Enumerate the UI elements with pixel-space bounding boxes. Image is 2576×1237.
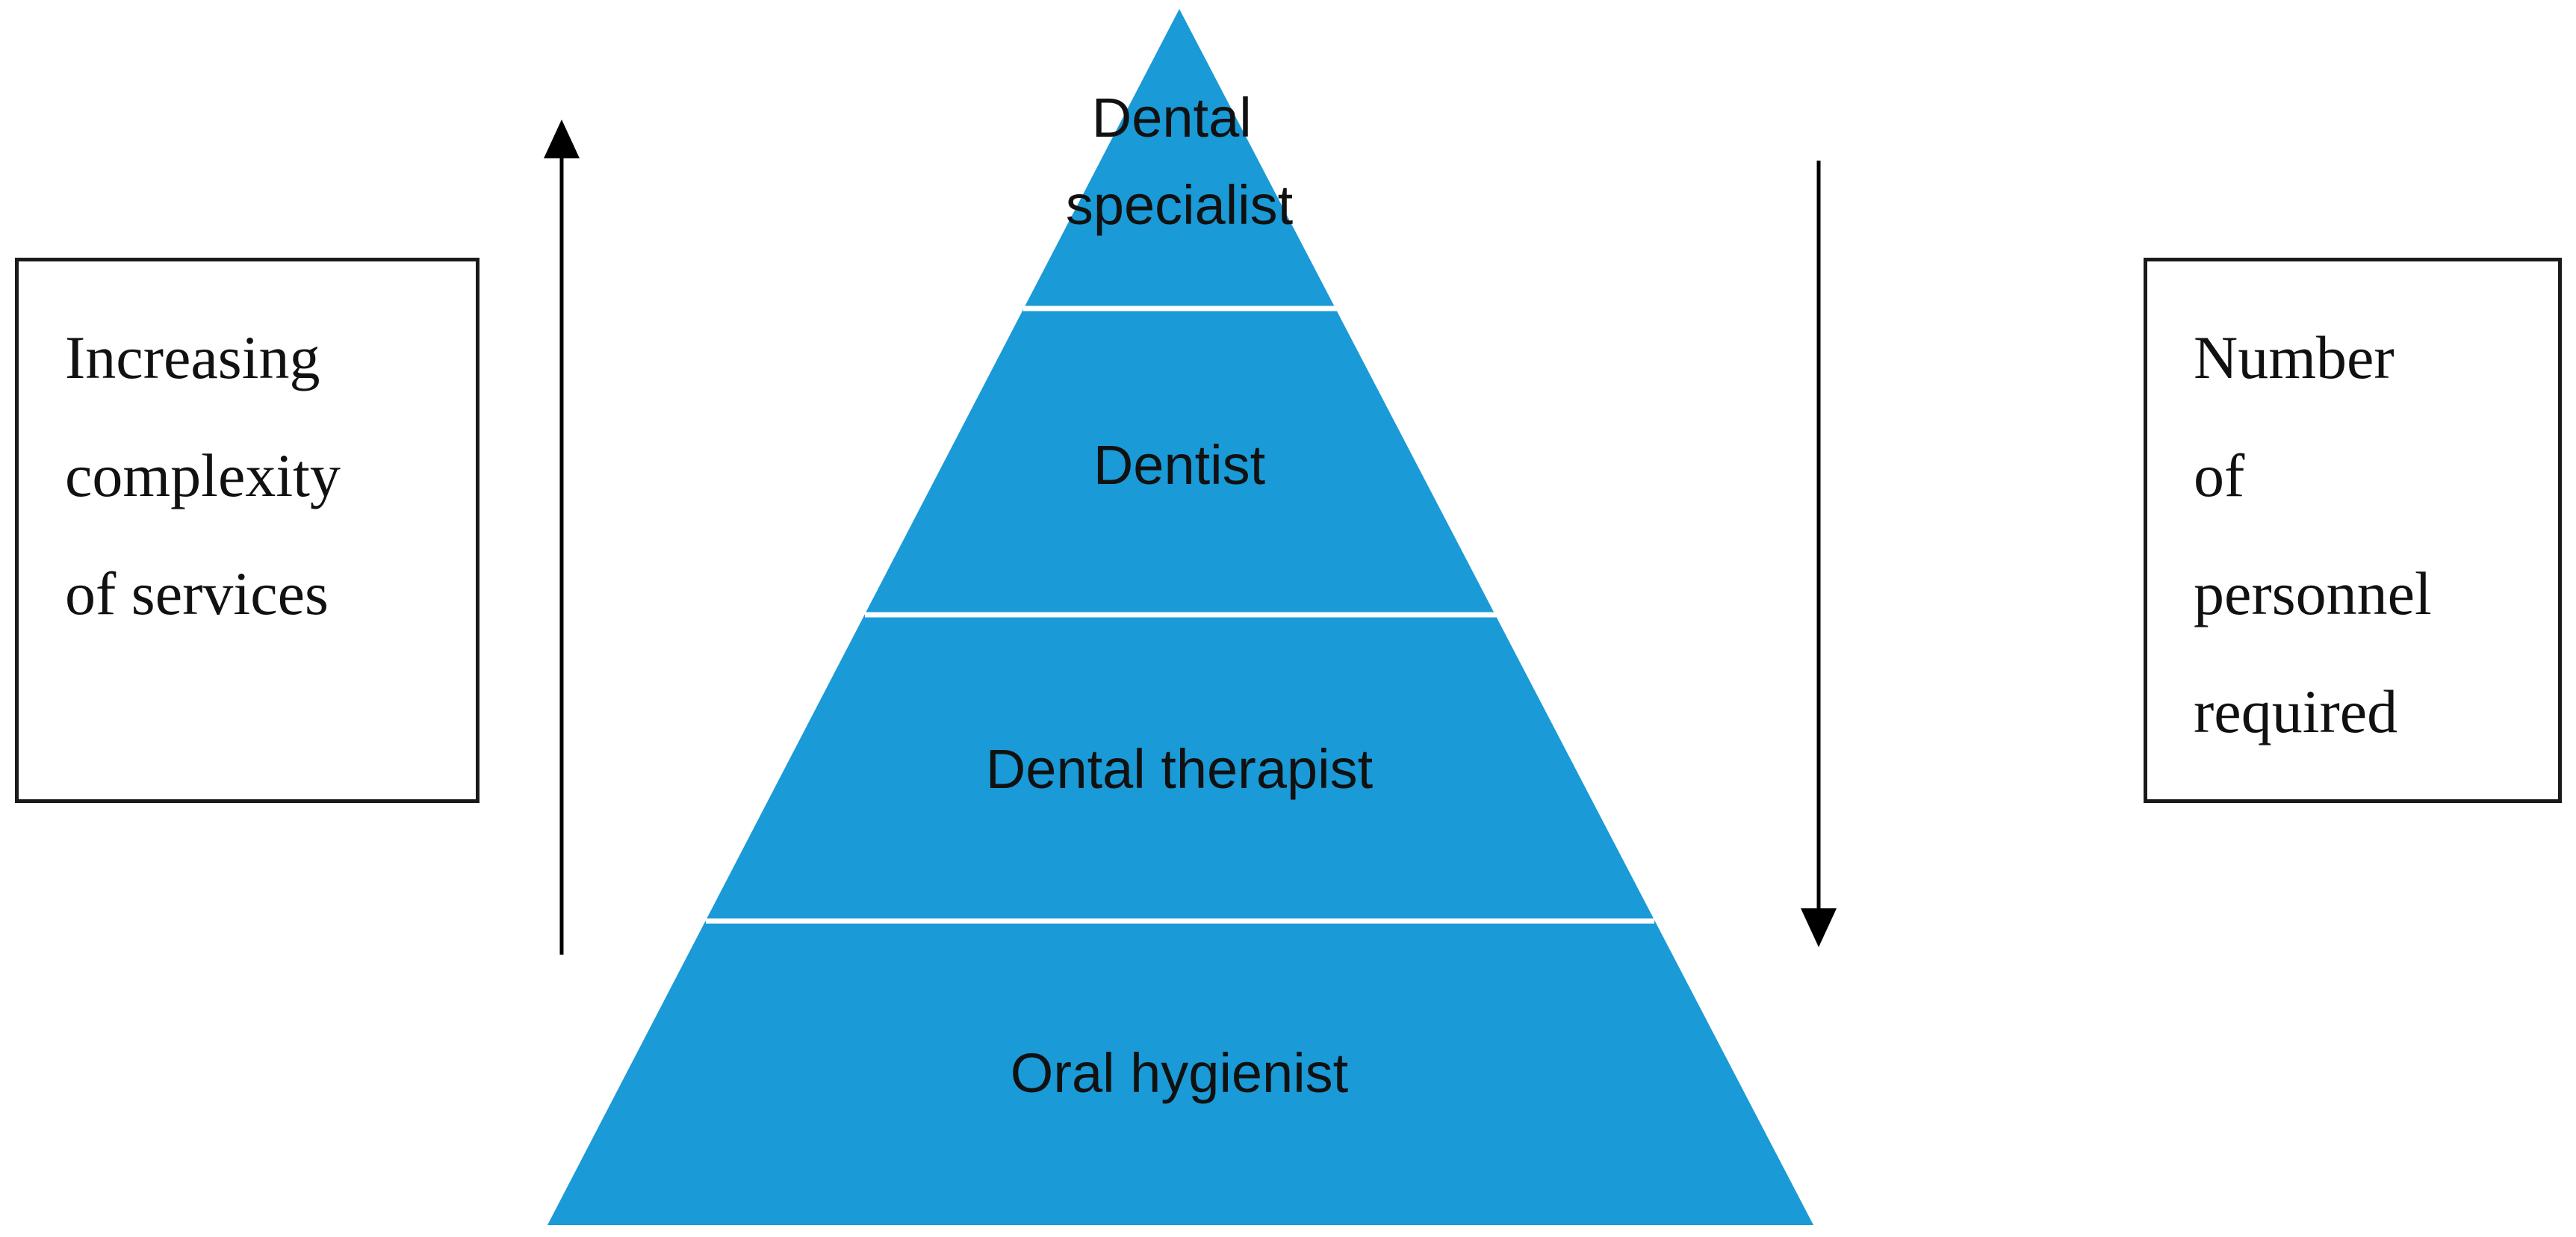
complexity-box-line: complexity bbox=[65, 441, 341, 509]
complexity-box-line: of services bbox=[65, 559, 329, 627]
tier-label-dental-therapist: Dental therapist bbox=[986, 738, 1374, 800]
arrow-down-icon bbox=[1801, 161, 1837, 947]
tier-label-line: specialist bbox=[1066, 174, 1294, 236]
personnel-box-line: of bbox=[2194, 441, 2245, 509]
tier-label-dental-specialist: Dental specialist bbox=[1066, 87, 1294, 236]
personnel-box-line: required bbox=[2194, 678, 2398, 745]
personnel-box: Number of personnel required bbox=[2144, 258, 2562, 803]
tier-label-dentist: Dentist bbox=[1093, 434, 1266, 496]
complexity-box-line: Increasing bbox=[65, 323, 320, 391]
personnel-box-line: personnel bbox=[2194, 559, 2432, 627]
tier-label-line: Dental bbox=[1092, 87, 1252, 149]
personnel-box-line: Number bbox=[2194, 323, 2395, 391]
tier-label-oral-hygienist: Oral hygienist bbox=[1011, 1042, 1349, 1104]
arrow-up-icon bbox=[544, 120, 580, 955]
complexity-box: Increasing complexity of services bbox=[15, 258, 479, 803]
